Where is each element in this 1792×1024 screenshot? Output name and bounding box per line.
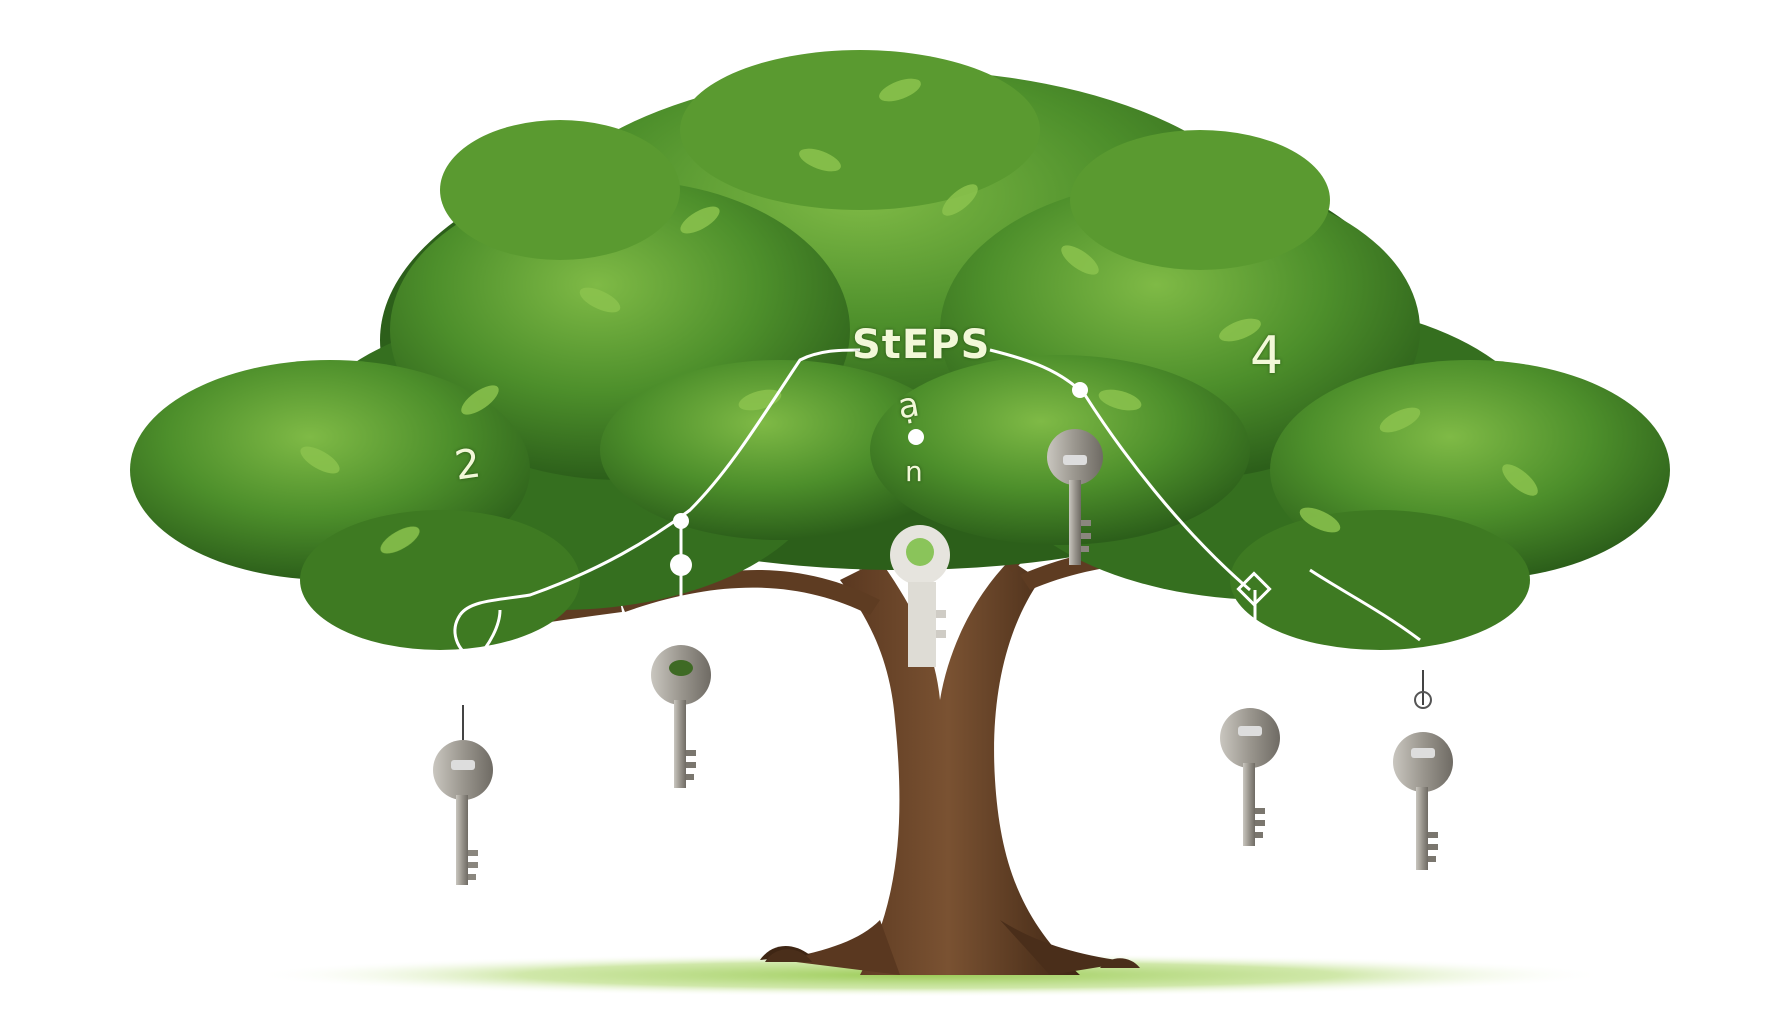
key-far-left [433,705,493,885]
ground-stone-left [765,949,812,962]
steps-path [453,348,1421,700]
key-far-right [1393,670,1453,870]
step-glyph-n: n [905,455,923,488]
steps-title: StEPS [852,322,991,368]
step-number-4: 4 [1250,326,1284,386]
key-right [1220,708,1280,846]
path-nodes [670,382,1088,612]
key-center [890,525,950,667]
key-left [651,645,711,788]
ground-stone-right [1100,958,1140,968]
tree-canopy [130,50,1670,650]
key-center-upper [1047,429,1103,565]
